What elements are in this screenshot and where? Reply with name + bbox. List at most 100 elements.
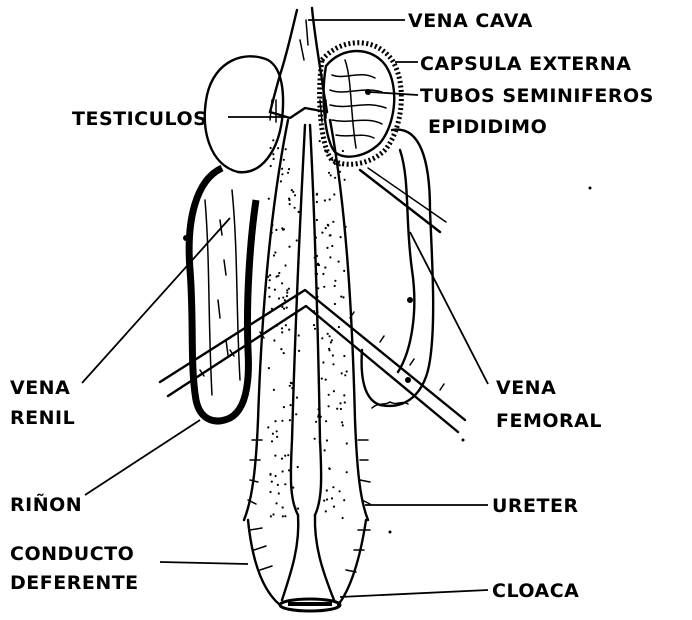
stipple-dot bbox=[342, 424, 344, 426]
stipple-dot bbox=[326, 247, 328, 249]
stipple-dot bbox=[281, 282, 283, 284]
stipple-dot bbox=[298, 211, 300, 213]
stipple-dot bbox=[343, 355, 345, 357]
stipple-dot bbox=[338, 326, 340, 328]
stipple-dot bbox=[331, 339, 333, 341]
stipple-dot bbox=[288, 288, 290, 290]
stipple-dot bbox=[276, 276, 278, 278]
label-vena-renil-line2: RENIL bbox=[10, 407, 75, 429]
testis-junction bbox=[270, 100, 327, 122]
stipple-dot bbox=[289, 419, 291, 421]
stipple-dot bbox=[291, 189, 293, 191]
stipple-dot bbox=[326, 439, 328, 441]
femoral-vessels bbox=[160, 290, 465, 432]
stipple-dot bbox=[285, 148, 287, 150]
stipple-dot bbox=[344, 179, 346, 181]
stipple-dot bbox=[267, 426, 269, 428]
stipple-dot bbox=[271, 440, 273, 442]
central-ureters bbox=[244, 120, 370, 605]
stipple-dot bbox=[336, 408, 338, 410]
left-kidney bbox=[183, 168, 256, 421]
stipple-dot bbox=[270, 515, 272, 517]
stipple-dot bbox=[294, 207, 296, 209]
stipple-dot bbox=[277, 147, 279, 149]
stipple-dot bbox=[274, 420, 276, 422]
stipple-dot bbox=[334, 285, 336, 287]
stipple-dot bbox=[315, 237, 317, 239]
stipple-dot bbox=[286, 295, 288, 297]
stipple-dot bbox=[323, 500, 325, 502]
stipple-dot bbox=[289, 385, 291, 387]
stipple-dot bbox=[314, 257, 316, 259]
stipple-dot bbox=[273, 254, 275, 256]
stipple-dot bbox=[342, 150, 344, 152]
label-ureter: URETER bbox=[492, 495, 579, 517]
stipple-dot bbox=[276, 436, 278, 438]
stipple-dot bbox=[283, 159, 285, 161]
label-tubos-seminiferos: TUBOS SEMINIFEROS bbox=[420, 85, 654, 107]
stipple-dot bbox=[271, 481, 273, 483]
stipple-dot bbox=[325, 510, 327, 512]
stipple-dot bbox=[327, 224, 329, 226]
stipple-dot bbox=[281, 173, 283, 175]
stipple-dot bbox=[324, 199, 326, 201]
label-rinon: RIÑON bbox=[10, 492, 82, 516]
stipple-dot bbox=[319, 140, 321, 142]
stipple-dot bbox=[316, 255, 318, 257]
cloaca bbox=[280, 599, 340, 611]
stipple-dot bbox=[271, 232, 273, 234]
stipple-dot bbox=[269, 491, 271, 493]
stipple-dot bbox=[333, 506, 335, 508]
stipple-dot bbox=[274, 455, 276, 457]
label-vena-renil-line1: VENA bbox=[10, 377, 70, 399]
stipple-dot bbox=[327, 333, 329, 335]
stipple-dot bbox=[280, 348, 282, 350]
stipple-dot bbox=[281, 327, 283, 329]
label-vena-femoral-line1: VENA bbox=[496, 377, 556, 399]
stipple-dot bbox=[346, 471, 348, 473]
stipple-dot bbox=[294, 194, 296, 196]
stipple-dot bbox=[269, 274, 271, 276]
stipple-dot bbox=[345, 226, 347, 228]
stipple-dot bbox=[280, 180, 282, 182]
stipple-dot bbox=[286, 292, 288, 294]
stipple-dot bbox=[319, 441, 321, 443]
stipple-dot bbox=[281, 458, 283, 460]
stipple-dot bbox=[283, 352, 285, 354]
stipple-dot bbox=[284, 264, 286, 266]
stipple-dot bbox=[328, 405, 330, 407]
stipple-dot bbox=[316, 296, 318, 298]
stipple-dot bbox=[286, 289, 288, 291]
stipple-dot bbox=[297, 466, 299, 468]
stipple-dot bbox=[287, 454, 289, 456]
label-epididimo: EPIDIDIMO bbox=[428, 116, 547, 138]
stipple-dot bbox=[324, 266, 326, 268]
left-testicle bbox=[205, 56, 283, 172]
stipple-dot bbox=[276, 430, 278, 432]
stipple-dot bbox=[317, 408, 319, 410]
stipple-dot bbox=[343, 499, 345, 501]
stipple-dot bbox=[332, 363, 334, 365]
stipple-dot bbox=[289, 203, 291, 205]
stipple-dot bbox=[344, 374, 346, 376]
stipple-dot bbox=[282, 470, 284, 472]
stipple-dot bbox=[317, 287, 319, 289]
stipple-dot bbox=[268, 198, 270, 200]
stipple-dot bbox=[272, 153, 274, 155]
stipple-dot bbox=[271, 224, 273, 226]
stipple-dot bbox=[321, 378, 323, 380]
stipple-dot bbox=[267, 276, 269, 278]
stipple-dot bbox=[346, 370, 348, 372]
stipple-dot bbox=[282, 229, 284, 231]
stipple-dot bbox=[270, 147, 272, 149]
stipple-dot bbox=[296, 239, 298, 241]
stipple-dot bbox=[273, 389, 275, 391]
stipple-dot bbox=[344, 401, 346, 403]
epididymis-vessel bbox=[360, 168, 446, 232]
stipple-dot bbox=[317, 328, 319, 330]
stipple-dot bbox=[315, 421, 317, 423]
stipple-dot bbox=[288, 198, 290, 200]
stipple-dot bbox=[329, 468, 331, 470]
stipple-dot bbox=[338, 261, 340, 263]
stipple-dot bbox=[273, 158, 275, 160]
